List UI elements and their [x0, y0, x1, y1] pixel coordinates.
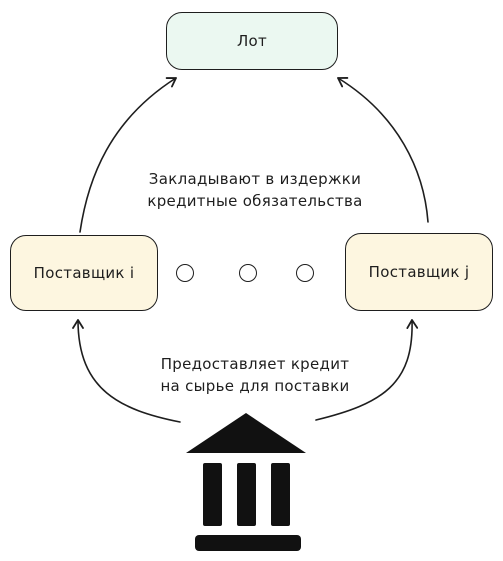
bank-column-3	[271, 463, 290, 526]
caption-line: Закладывают в издержки	[148, 170, 362, 188]
bank-icon	[186, 413, 306, 551]
caption-line: на сырье для поставки	[160, 377, 350, 395]
supplier-j-node: Поставщик j	[345, 233, 493, 311]
supplier-i-node: Поставщик i	[10, 235, 158, 311]
supplier-i-label: Поставщик i	[33, 264, 135, 282]
arrow-bank-to-supplier-j	[315, 319, 419, 421]
lot-node: Лот	[166, 12, 338, 70]
caption-line: кредитные обязательства	[147, 192, 363, 210]
lot-label: Лот	[236, 32, 268, 50]
bank-base	[195, 535, 301, 551]
arrow-supplier-i-to-lot	[79, 77, 177, 233]
ellipsis-circle-icon-2	[239, 264, 257, 282]
bank-roof	[186, 413, 306, 453]
caption-line: Предоставляет кредит	[160, 355, 350, 373]
supplier-j-label: Поставщик j	[368, 263, 470, 281]
bank-to-suppliers-caption: Предоставляет кредит на сырье для постав…	[110, 353, 400, 397]
ellipsis-circle-icon-1	[176, 264, 194, 282]
arrow-supplier-j-to-lot	[337, 77, 429, 223]
suppliers-to-lot-caption: Закладывают в издержки кредитные обязате…	[110, 168, 400, 212]
arrow-bank-to-supplier-i	[72, 319, 181, 423]
bank-column-2	[237, 463, 256, 526]
ellipsis-circle-icon-3	[296, 264, 314, 282]
bank-column-1	[203, 463, 222, 526]
